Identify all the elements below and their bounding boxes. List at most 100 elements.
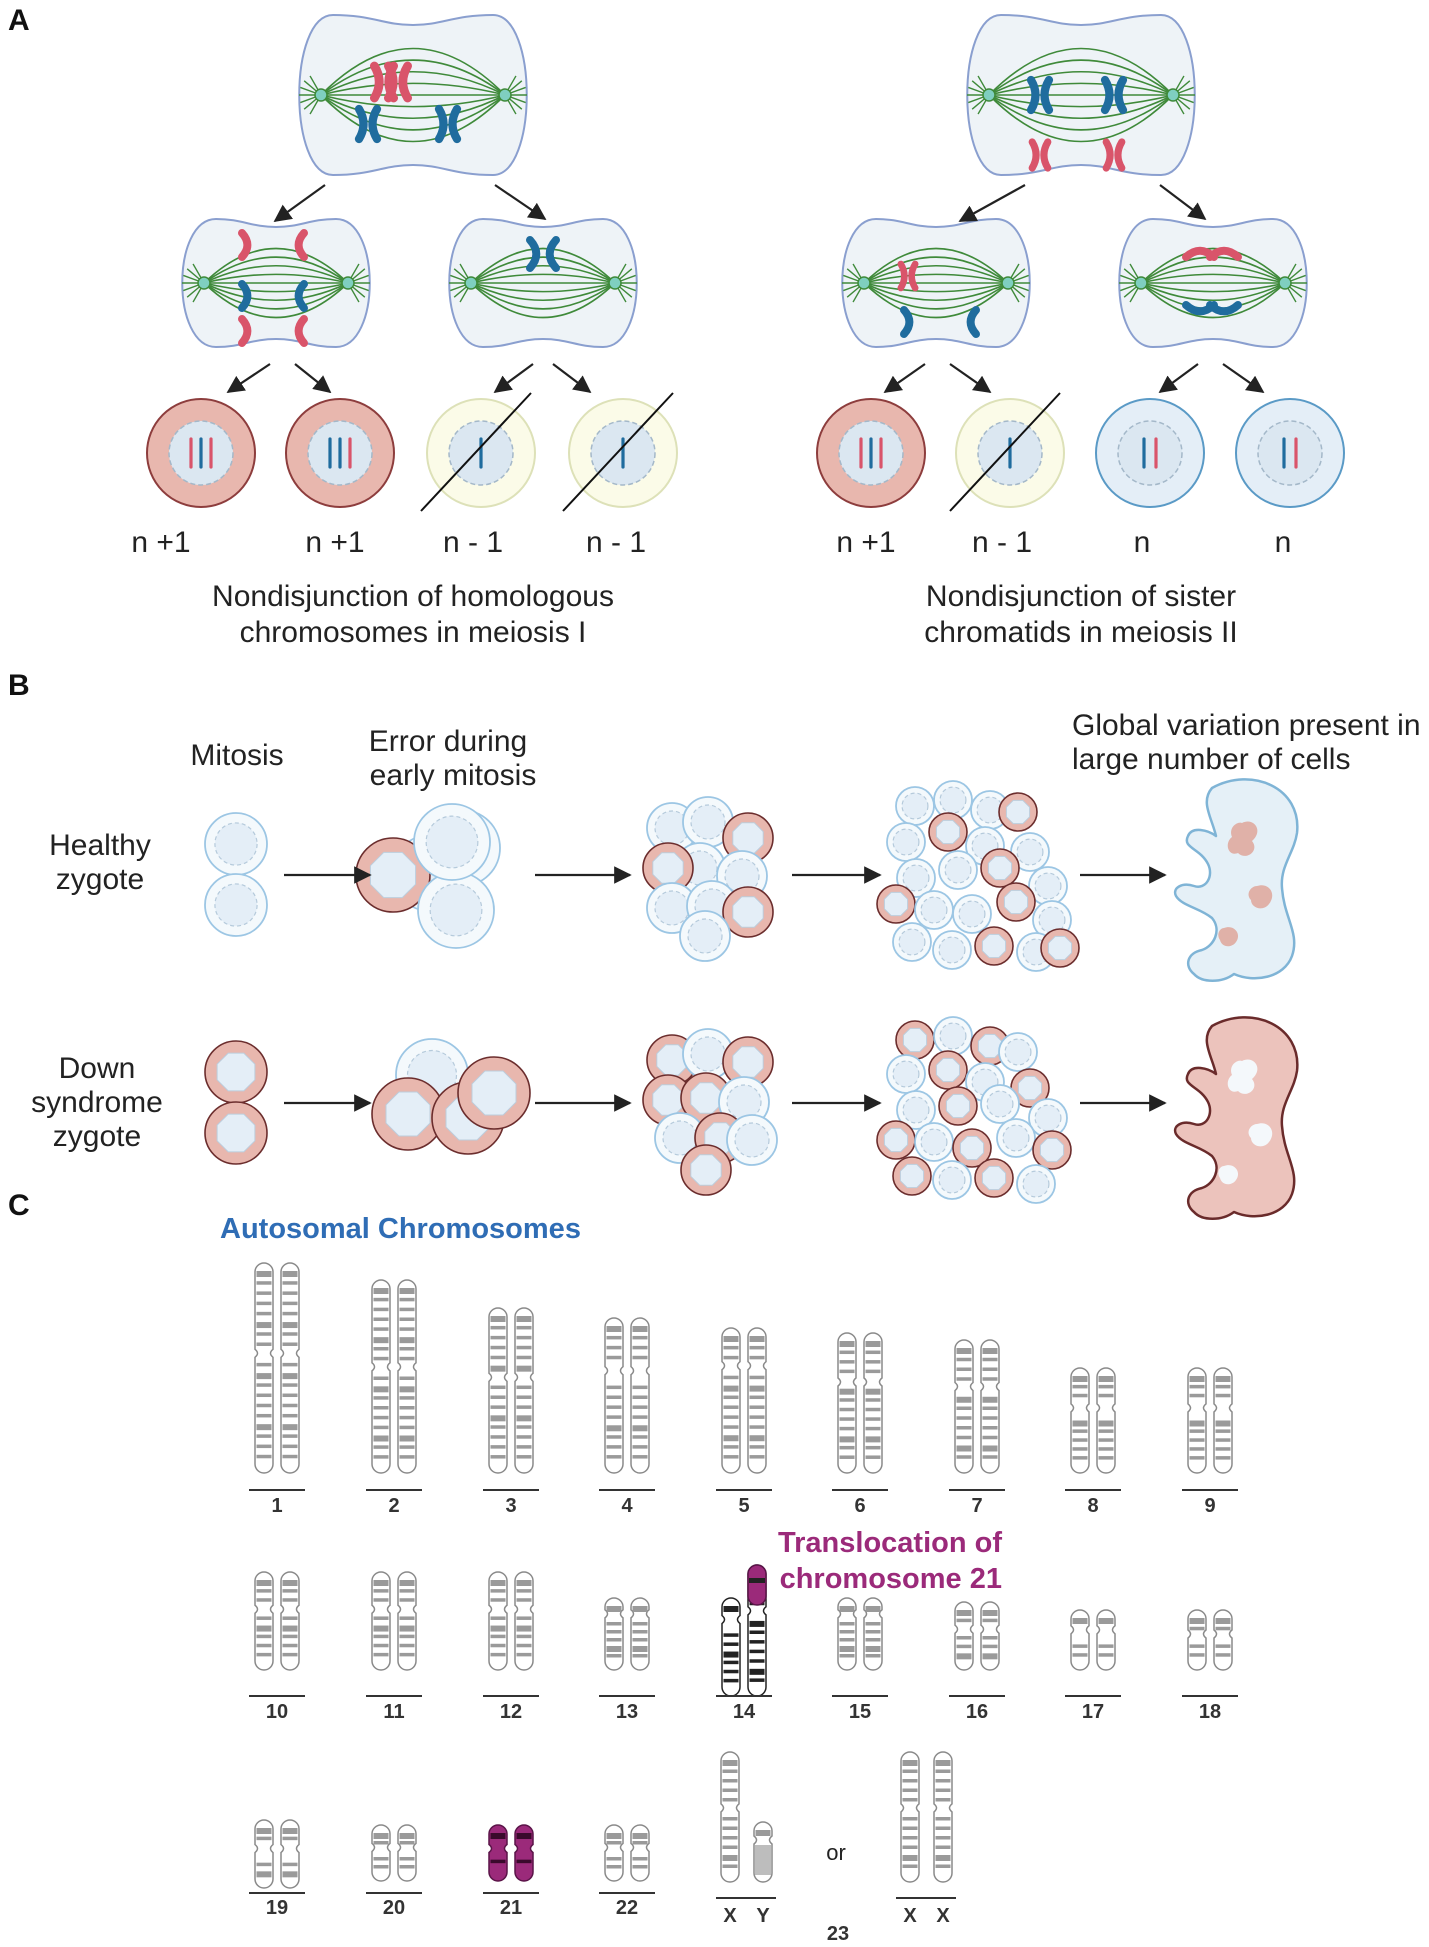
chromosome-band — [490, 1580, 506, 1586]
chromatid — [238, 229, 252, 261]
chromosome — [980, 1339, 1000, 1474]
chromosome-band — [749, 1620, 765, 1627]
normal-cell — [1028, 866, 1068, 906]
chromosome-band — [902, 1760, 918, 1766]
chromosome-band — [256, 1652, 272, 1657]
chromosome-band — [373, 1288, 389, 1294]
chromosome-band — [399, 1435, 415, 1442]
chromosome-band — [723, 1455, 739, 1459]
chromosome-band — [632, 1405, 648, 1409]
chromosome-band — [1215, 1393, 1231, 1398]
translocation-title-line2: chromosome 21 — [780, 1563, 1002, 1595]
normal-cell — [1016, 1164, 1056, 1204]
chromosome-band — [516, 1625, 532, 1632]
panel-label-b: B — [8, 669, 30, 702]
x-chromosome — [1100, 75, 1128, 115]
spindle-fiber — [320, 94, 506, 119]
chromosome-band — [723, 1355, 739, 1360]
chromosome-band — [956, 1416, 972, 1420]
chromosome-band — [865, 1360, 881, 1364]
chromosome-number: 3 — [505, 1495, 516, 1517]
chromosome-band — [490, 1345, 506, 1350]
chromosome-band — [632, 1865, 648, 1869]
karyotype-numbers-row1: 1 2 3 4 5 6 7 8 9 — [271, 1495, 1215, 1517]
chromosome-band — [373, 1347, 389, 1351]
chromosome-band — [399, 1841, 415, 1845]
trisomic-cell — [952, 1128, 992, 1168]
chromosome-band — [282, 1332, 298, 1336]
normal-cell — [1010, 832, 1050, 872]
chromosome-number: 20 — [383, 1897, 405, 1919]
chromosome-band — [399, 1598, 415, 1602]
x-chromosome — [1102, 138, 1126, 172]
x-chromosome — [897, 260, 919, 292]
chromatid — [1028, 138, 1040, 172]
chromosome-band — [256, 1454, 272, 1459]
nucleus — [690, 1036, 726, 1072]
chromosome — [371, 1279, 391, 1474]
chromosome-band — [256, 1634, 272, 1639]
chromosome — [514, 1307, 534, 1474]
chromosome-band — [256, 1291, 272, 1295]
chromosome-band — [956, 1406, 972, 1410]
chromosome — [747, 1327, 767, 1474]
spindle-fiber — [470, 282, 616, 310]
nucleus — [892, 1060, 920, 1088]
chromosome — [488, 1824, 508, 1882]
trisomic-cell — [974, 1158, 1014, 1198]
dividing-cell — [841, 217, 1031, 349]
chromosome-band — [282, 1454, 298, 1459]
chromosome-band — [632, 1435, 648, 1439]
chromosome — [514, 1824, 534, 1882]
chromosome-band — [1215, 1618, 1231, 1624]
trisomic-cell — [722, 886, 774, 938]
chromosome-band — [839, 1369, 855, 1374]
sex-chromosome-label-x: X — [903, 1905, 917, 1927]
normal-cell — [895, 786, 935, 826]
chromosome-band — [516, 1833, 532, 1839]
chromosome-band — [1215, 1653, 1231, 1657]
chromosome-band — [282, 1828, 298, 1834]
chromosome-band — [956, 1653, 972, 1660]
chromosome-band — [399, 1307, 415, 1312]
chromosome-band — [902, 1864, 918, 1868]
chromosome-band — [1072, 1384, 1088, 1389]
chromosome-band — [399, 1652, 415, 1657]
meiosis2-caption-line2: chromatids in meiosis II — [924, 616, 1237, 649]
gamete-cell — [949, 392, 1065, 512]
spindle-fiber — [320, 47, 506, 96]
karyotype-numbers-row3: 19 20 21 22 X Y X X or 23 — [266, 1840, 950, 1945]
chromosome-band — [956, 1348, 972, 1354]
nucleus — [958, 900, 986, 928]
chromosome — [254, 1819, 274, 1889]
chromosome — [371, 1571, 391, 1671]
spindle-fiber — [470, 273, 616, 284]
nucleus — [987, 855, 1013, 881]
chromosome-band — [723, 1336, 739, 1342]
chromosome-band — [373, 1435, 389, 1442]
chromosome-band — [256, 1616, 272, 1620]
centrosome — [464, 276, 478, 290]
chromatid — [384, 61, 398, 103]
x-chromosome — [720, 1751, 740, 1883]
nucleus — [892, 828, 920, 856]
meiosis2-caption-line1: Nondisjunction of sister — [926, 580, 1236, 613]
chromosome-band — [865, 1455, 881, 1459]
nucleus — [977, 1033, 1003, 1059]
chromosome-band — [982, 1644, 998, 1649]
chromosome-number: 9 — [1204, 1495, 1215, 1517]
chromosome-band — [516, 1634, 532, 1639]
chromosome-number: 8 — [1087, 1495, 1098, 1517]
chromosome — [630, 1317, 650, 1474]
chromosome-band — [256, 1598, 272, 1602]
chromosome-band — [256, 1828, 272, 1834]
chromosome-band — [722, 1864, 738, 1868]
chromosome-band — [606, 1654, 622, 1658]
ploidy-label: n — [1134, 526, 1151, 559]
panel-label-a: A — [8, 4, 30, 37]
arrow — [949, 363, 992, 394]
chromosome-band — [723, 1445, 739, 1449]
arrow — [883, 363, 926, 394]
chromosome-band — [256, 1434, 272, 1438]
chromosome-band — [982, 1618, 998, 1623]
